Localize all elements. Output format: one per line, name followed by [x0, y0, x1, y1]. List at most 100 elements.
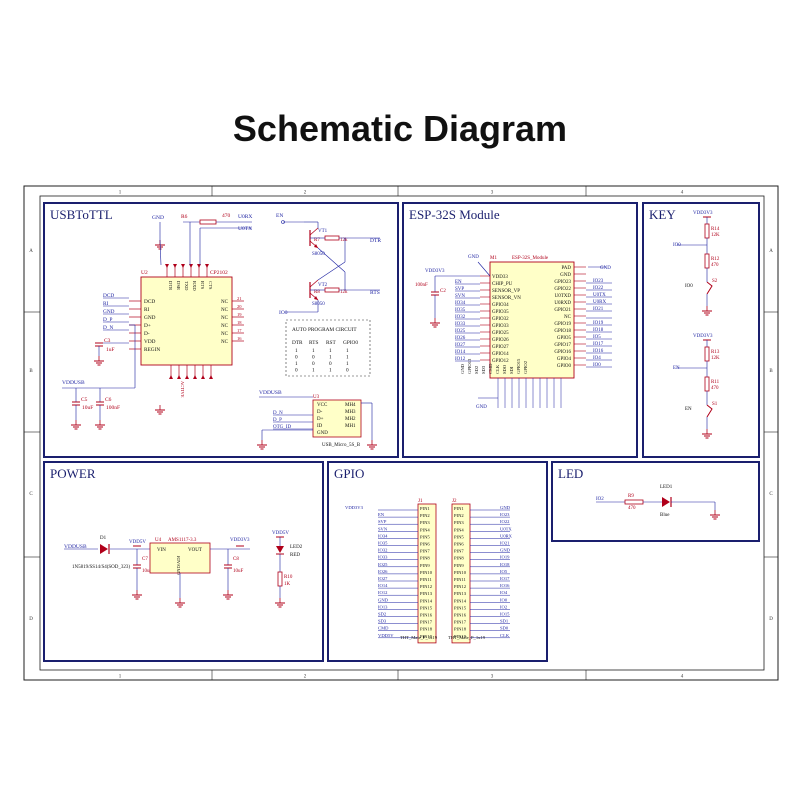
- module-net-label: IO35: [455, 308, 466, 313]
- module-pin-label: CHIP_PU: [492, 282, 513, 287]
- chip-pin-label: NC: [221, 316, 229, 321]
- chip-pin-label: NC: [221, 324, 229, 329]
- vt1-label: VT1: [318, 229, 328, 234]
- chip-pin-number: 17: [237, 328, 242, 333]
- header-pin-label: PIN7: [454, 549, 464, 554]
- pin-arrow: [209, 375, 213, 379]
- frame-column-mark: 4: [681, 675, 684, 680]
- chip-pin-label: RXD: [192, 281, 197, 291]
- vddusb-label: VDDUSB: [259, 390, 282, 396]
- wire: [477, 261, 491, 277]
- header-pin-label: PIN16: [420, 613, 433, 618]
- led-panel-title: LED: [558, 466, 583, 481]
- chip-pin-label: REGIN: [144, 347, 160, 353]
- gpio-net-label: IO18: [500, 562, 510, 567]
- module-net-label: IO18: [593, 328, 604, 333]
- connector-pin-label: D+: [317, 417, 324, 422]
- key-net-label: EN: [673, 366, 680, 371]
- gpio-net-label: IO19: [500, 555, 510, 560]
- vdd5v-label: VDD5V: [129, 540, 146, 545]
- c6-value: 100nF: [106, 405, 120, 411]
- module-pin-label: GPIO34: [492, 303, 509, 308]
- module-pin-label: GPIO27: [492, 345, 509, 350]
- truth-table-cell: 0: [329, 361, 332, 367]
- truth-table-cell: 1: [346, 355, 349, 361]
- gpio-net-label: IO25: [378, 562, 388, 567]
- active-label: ACTIVE: [180, 381, 185, 398]
- chip-pin-label: DSR: [176, 281, 181, 291]
- header-pin-label: PIN12: [454, 584, 467, 589]
- connector-mh-label: MH3: [345, 410, 356, 415]
- pin-arrow: [193, 375, 197, 379]
- module-pin-label: GPIO5: [557, 336, 572, 341]
- resistor-label: R13: [711, 350, 720, 355]
- gpio-net-label: IO21: [500, 541, 510, 546]
- chip-pin-number: 20: [237, 304, 242, 309]
- module-net-label: IO22: [593, 286, 604, 291]
- header-pin-label: PIN11: [454, 577, 467, 582]
- frame-column-mark: 2: [304, 675, 307, 680]
- gpio-net-label: IO35: [378, 541, 388, 546]
- chip-pin-label: CTS: [208, 281, 213, 290]
- ams1117-regulator: [149, 542, 211, 574]
- net-label: RI: [103, 301, 109, 307]
- pin-arrow: [169, 375, 173, 379]
- chip-pin-label: VDD: [144, 339, 156, 345]
- pin-arrow: [185, 375, 189, 379]
- gpio-net-label: IO0: [500, 597, 508, 602]
- header-pin-label: PIN8: [454, 556, 464, 561]
- pin-arrow: [205, 264, 209, 268]
- vout-pin-label: VOUT: [188, 548, 202, 553]
- frame-row-mark: C: [769, 492, 773, 497]
- chip-pin-number: 21: [237, 296, 242, 301]
- module-part-label: ESP-32S_Module: [512, 256, 549, 261]
- outer-frame: [23, 185, 779, 681]
- gnd-label: GND: [476, 405, 487, 410]
- header-pin-label: PIN5: [454, 534, 464, 539]
- gpio-net-label: IO12: [378, 590, 388, 595]
- c2-label: C2: [440, 289, 446, 294]
- resistor-r7: [324, 235, 340, 241]
- frame-column-mark: 3: [491, 675, 494, 680]
- chip-pin-label: GND: [144, 315, 156, 321]
- r9-value: 470: [628, 506, 636, 511]
- module-pin-label: VDD33: [492, 275, 508, 280]
- gnd-label: GND: [468, 255, 479, 260]
- power-panel: [43, 461, 324, 662]
- wire: [317, 247, 346, 273]
- gpio-net-label: IO26: [378, 569, 388, 574]
- module-pin-label: GPIO18: [554, 329, 571, 334]
- header-pin-label: PIN16: [454, 613, 467, 618]
- chip-pin-label: DCD: [144, 299, 155, 305]
- transistor-vt2-arrow: [314, 296, 318, 300]
- truth-table-header: RST: [326, 340, 336, 346]
- module-net-label: IO23: [593, 279, 604, 284]
- header-pin-label: PIN7: [420, 549, 430, 554]
- truth-table-cell: 0: [295, 368, 298, 374]
- truth-table-cell: 1: [329, 355, 332, 361]
- resistor-label: R11: [711, 380, 720, 385]
- transistor-vt1-lead: [309, 227, 319, 236]
- gpio-net-label: IO14: [378, 583, 388, 588]
- net-label: D_N: [103, 325, 113, 331]
- truth-table-cell: 0: [312, 355, 315, 361]
- header-pin-label: PIN19: [420, 634, 433, 639]
- resistor-value: 12K: [711, 356, 720, 361]
- vddusb-label: VDDUSB: [64, 544, 87, 550]
- r7-label: R7: [314, 238, 320, 243]
- rts-net: RTS: [370, 290, 380, 296]
- j2-part-label: THT_Male_P_1x19: [448, 635, 486, 640]
- gpio-net-label: IO27: [378, 576, 388, 581]
- module-pin-label: SD3: [481, 365, 486, 374]
- connector-mh-label: MH1: [345, 424, 356, 429]
- module-pin-label: GPIO0: [557, 364, 572, 369]
- push-button-switch: [706, 281, 713, 295]
- gpio-net-label: SD1: [500, 619, 509, 624]
- truth-table-header: GPIO0: [343, 340, 358, 346]
- vdd3v3-label: VDD3V3: [693, 211, 713, 216]
- switch-label: S1: [712, 402, 718, 407]
- header-pin-label: PIN15: [420, 605, 433, 610]
- header-pin-label: PIN17: [454, 620, 467, 625]
- module-pin-label: SENSOR_VN: [492, 296, 521, 301]
- truth-table-cell: 0: [346, 368, 349, 374]
